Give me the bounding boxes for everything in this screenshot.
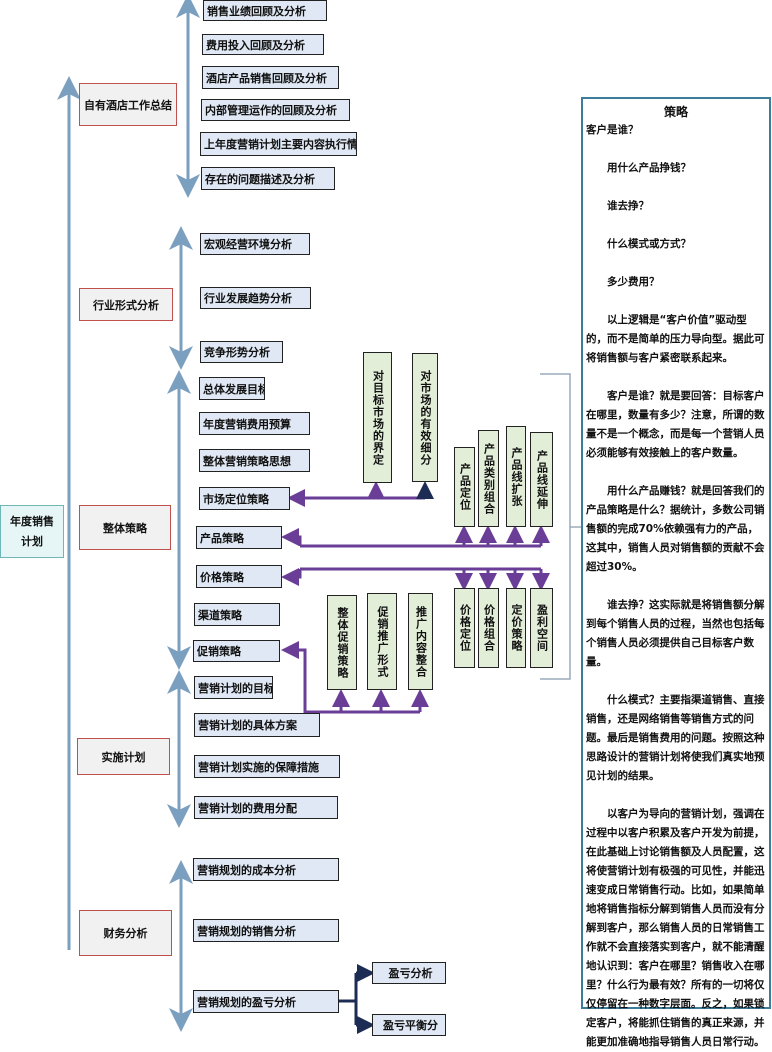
leaf-node: 竞争形势分析 — [200, 341, 283, 363]
leaf-node: 促销策略 — [193, 640, 280, 662]
leaf-node: 价格策略 — [196, 565, 282, 588]
panel-question: 客户是谁？ — [586, 124, 639, 136]
leaf-node: 整体营销策略思想 — [199, 449, 310, 472]
panel-paragraph: 以客户为导向的营销计划，强调在过程中以客户积累及客户开发为前提，在此基础上讨论销… — [586, 808, 765, 1048]
panel-paragraph: 谁去挣？这实际就是将销售额分解到每个销售人员的过程，当然也包括每个销售人员必须提… — [586, 599, 765, 668]
panel-paragraph: 用什么产品赚钱？就是回答我们的产品策略是什么？据统计，多数公司销售额的完成70%… — [586, 485, 765, 573]
leaf-node: 内部管理运作的回顾及分析 — [201, 99, 350, 121]
leaf-node: 宏观经营环境分析 — [200, 233, 310, 255]
leaf-node: 费用投入回顾及分析 — [202, 34, 324, 55]
leaf-node: 市场定位策略 — [199, 487, 290, 510]
panel-title: 策略 — [663, 105, 688, 119]
leaf-node: 盈亏分析 — [372, 962, 446, 984]
leaf-node: 销售业绩回顾及分析 — [203, 0, 327, 21]
panel-question: 用什么产品挣钱？ — [607, 162, 691, 174]
promo-node: 推广内容整合 — [408, 593, 433, 690]
product-node: 产品线延伸 — [530, 432, 553, 527]
root-node: 年度销售计划 — [0, 505, 64, 558]
leaf-node: 营销计划实施的保障措施 — [194, 755, 340, 778]
leaf-node: 营销规划的销售分析 — [193, 919, 339, 942]
panel-question: 多少费用？ — [607, 276, 660, 288]
price-node: 定价策略 — [506, 588, 526, 668]
leaf-node: 营销规划的成本分析 — [193, 858, 339, 881]
product-node: 产品定位 — [454, 447, 475, 527]
category-overall-strategy: 整体策略 — [79, 505, 171, 550]
leaf-node: 总体发展目标 — [199, 377, 265, 400]
strategy-panel: 策略 客户是谁？ 用什么产品挣钱？ 谁去挣？ 什么模式或方式？ 多少费用？ 以上… — [581, 97, 771, 1048]
category-industry-analysis: 行业形式分析 — [79, 288, 173, 321]
price-node: 盈利空间 — [530, 588, 553, 668]
leaf-node: 营销计划的费用分配 — [194, 796, 338, 819]
leaf-node: 产品策略 — [196, 526, 282, 549]
leaf-node: 酒店产品销售回顾及分析 — [202, 66, 339, 89]
panel-paragraph: 客户是谁？就是要回答：目标客户在哪里，数量有多少？注意，所谓的数量不是一个概念，… — [586, 390, 765, 459]
category-implementation: 实施计划 — [77, 738, 170, 775]
panel-paragraph: 以上逻辑是“客户价值”驱动型的，而不是简单的压力导向型。据此可将销售额与客户紧密… — [586, 314, 765, 364]
leaf-node: 营销规划的盈亏分析 — [193, 990, 339, 1013]
leaf-node: 年度营销费用预算 — [199, 412, 310, 435]
market-node: 对目标市场的界定 — [363, 352, 392, 483]
leaf-node: 行业发展趋势分析 — [200, 287, 311, 309]
leaf-node: 盈亏平衡分 — [372, 1014, 446, 1036]
leaf-node: 营销计划的具体方案 — [194, 713, 320, 737]
price-node: 价格定位 — [454, 588, 475, 668]
leaf-node: 上年度营销计划主要内容执行情况 — [200, 132, 357, 156]
category-work-summary: 自有酒店工作总结 — [79, 83, 177, 126]
panel-paragraph: 什么模式？主要指渠道销售、直接销售，还是网络销售等销售方式的问题。最后是销售费用… — [586, 694, 765, 782]
panel-question: 谁去挣？ — [607, 200, 649, 212]
product-node: 产品类别组合 — [478, 430, 499, 527]
leaf-node: 渠道策略 — [194, 603, 280, 626]
leaf-node: 存在的问题描述及分析 — [201, 167, 335, 190]
leaf-node: 营销计划的目标 — [194, 676, 273, 699]
price-node: 价格组合 — [478, 588, 499, 668]
promo-node: 促销推广形式 — [367, 593, 397, 690]
category-financial-analysis: 财务分析 — [79, 910, 172, 956]
panel-question: 什么模式或方式？ — [607, 238, 691, 250]
product-node: 产品线扩张 — [506, 426, 526, 527]
promo-node: 整体促销策略 — [327, 595, 357, 690]
market-node: 对市场的有效细分 — [412, 353, 438, 482]
